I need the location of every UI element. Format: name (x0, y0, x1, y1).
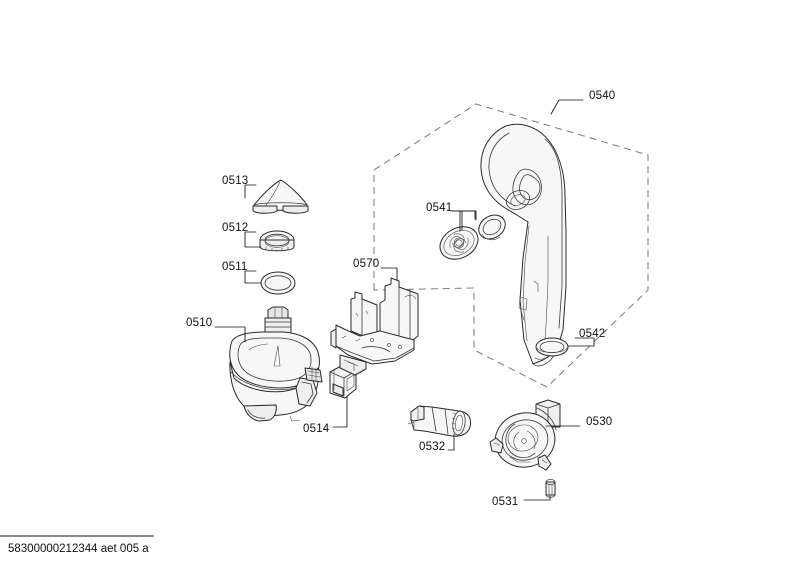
part-0514-clip (329, 365, 357, 399)
part-label-0514: 0514 (303, 423, 330, 435)
part-label-0531: 0531 (492, 496, 518, 508)
part-0570-support-frame (330, 277, 419, 376)
part-label-0510: 0510 (186, 317, 212, 329)
part-label-0530: 0530 (586, 416, 612, 428)
leader-0540 (550, 99, 584, 115)
leader-0511 (244, 270, 262, 284)
part-0530-circulation-pump (489, 399, 561, 471)
leader-0531 (523, 495, 551, 501)
leader-0570 (380, 267, 398, 281)
leader-0510 (214, 326, 246, 343)
part-0510-sump (229, 306, 323, 422)
part-0532-hose-connector (407, 405, 472, 437)
part-label-0513: 0513 (222, 175, 248, 187)
part-label-0570: 0570 (353, 258, 379, 270)
part-label-0512: 0512 (222, 222, 248, 234)
footer-text: 58300000212344 aet 005 a (8, 543, 149, 555)
part-label-0511: 0511 (222, 261, 248, 273)
group-boundary-dashed (373, 103, 649, 388)
part-label-0540: 0540 (589, 90, 615, 102)
part-0541-impeller (439, 214, 506, 260)
part-0542-gasket (535, 337, 569, 357)
part-label-0541: 0541 (426, 202, 452, 214)
part-0512-collar (259, 230, 295, 252)
part-label-0532: 0532 (419, 441, 445, 453)
leader-0512 (244, 231, 262, 248)
part-0540-water-duct (480, 123, 567, 367)
part-0513-cap (252, 179, 309, 214)
part-label-0542: 0542 (579, 328, 605, 340)
part-0531-plug (545, 478, 556, 498)
part-0511-oring (260, 271, 296, 295)
leader-0532 (447, 433, 455, 451)
leader-0514 (332, 395, 348, 428)
leader-0513 (244, 184, 257, 199)
leader-0542 (567, 337, 595, 347)
